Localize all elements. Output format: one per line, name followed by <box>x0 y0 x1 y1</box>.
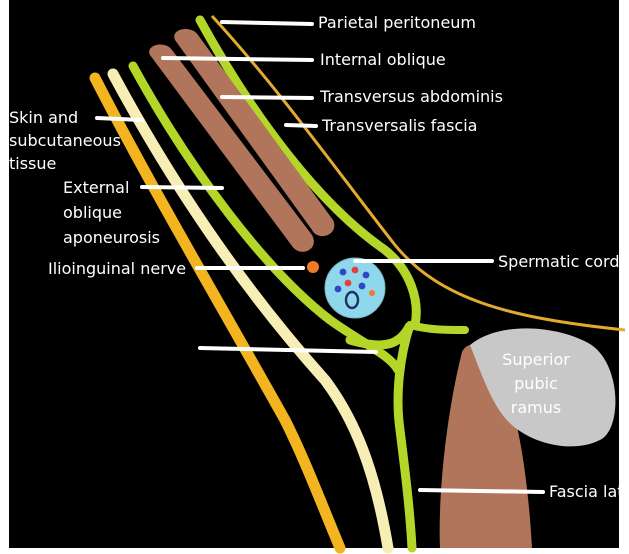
cord-vessel-7 <box>369 290 375 296</box>
cord-vessel-3 <box>363 272 370 279</box>
label-spermatic-cord: Spermatic cord <box>498 252 619 272</box>
pointer-external-oblique <box>142 187 222 188</box>
label-superior-line3: ramus <box>500 398 572 418</box>
cord-vessel-5 <box>359 283 366 290</box>
cord-vessel-6 <box>335 286 342 293</box>
label-transversus-abdominis: Transversus abdominis <box>320 87 503 107</box>
pointer-fascia-lata <box>420 490 543 492</box>
label-transversalis-fascia: Transversalis fascia <box>322 116 477 136</box>
label-internal-oblique: Internal oblique <box>320 50 446 70</box>
pointer-internal-oblique <box>163 58 312 60</box>
pointer-transversalis <box>286 125 316 126</box>
label-skin-line2: subcutaneous <box>9 131 121 151</box>
pointer-skin <box>97 118 142 120</box>
label-external-line3: aponeurosis <box>63 228 160 248</box>
label-external-line1: External <box>63 178 129 198</box>
ilioinguinal-nerve-dot <box>307 261 319 273</box>
cord-vessel-4 <box>345 280 352 287</box>
cord-vessel-1 <box>340 269 347 276</box>
label-ilioinguinal-nerve: Ilioinguinal nerve <box>48 259 186 279</box>
label-skin-line3: tissue <box>9 154 56 174</box>
pointer-parietal-peritoneum <box>222 22 312 24</box>
cord-vessel-2 <box>352 267 359 274</box>
label-fascia-lata: Fascia lata <box>549 482 629 502</box>
label-parietal-peritoneum: Parietal peritoneum <box>318 13 476 33</box>
label-superior-line2: pubic <box>500 374 572 394</box>
label-superior-line1: Superior <box>500 350 572 370</box>
label-external-line2: oblique <box>63 203 122 223</box>
pointer-transversus <box>222 97 312 98</box>
label-skin-line1: Skin and <box>9 108 78 128</box>
